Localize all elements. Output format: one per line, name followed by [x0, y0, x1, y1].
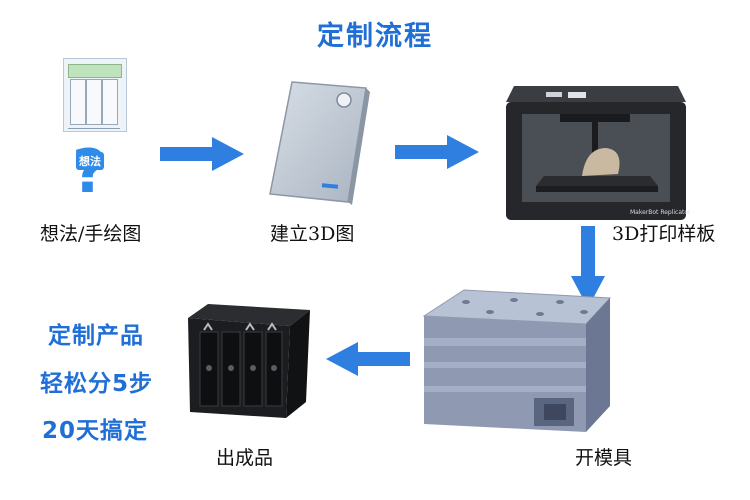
question-icon: ? 想法 [72, 137, 107, 207]
battery-holder-icon [182, 300, 312, 426]
arrow-down-icon [571, 226, 605, 308]
side-text-line: 轻松分5步 [40, 371, 154, 397]
step-print-caption: 3D打印样板 [612, 223, 716, 245]
step-product-caption: 出成品 [216, 447, 274, 469]
side-text-line: 20天搞定 [42, 418, 149, 444]
sketch-drawing-icon [63, 58, 127, 132]
3d-printer-icon: MakerBot Replicator [500, 68, 692, 232]
side-text-line: 定制产品 [48, 323, 144, 349]
arrow-right-icon [160, 137, 244, 171]
arrow-right-icon [395, 135, 479, 169]
arrow-left-icon [326, 342, 410, 376]
step-idea-caption: 想法/手绘图 [40, 223, 142, 245]
mold-icon [414, 282, 614, 444]
step-mold-caption: 开模具 [575, 447, 633, 469]
page-title: 定制流程 [317, 21, 433, 52]
step-model-caption: 建立3D图 [270, 223, 355, 245]
idea-badge: 想法 [76, 152, 104, 170]
printer-brand-label: MakerBot Replicator [630, 209, 691, 216]
3d-model-icon [262, 78, 374, 210]
